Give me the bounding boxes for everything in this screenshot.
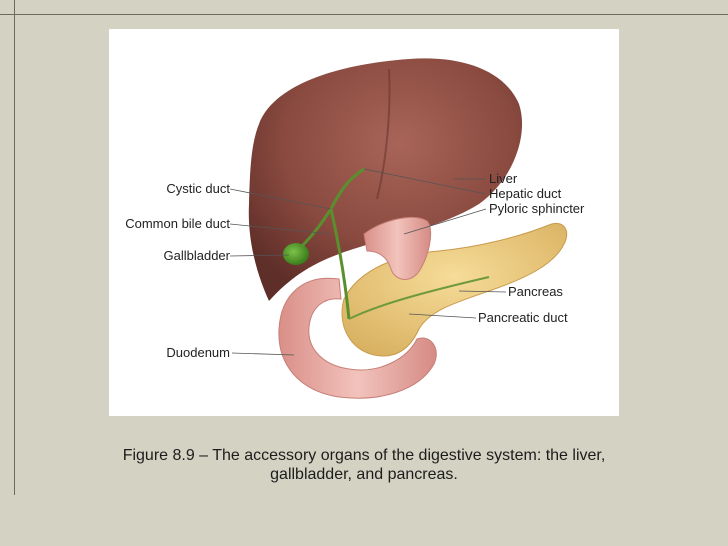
label-pyloric-sphincter: Pyloric sphincter	[489, 201, 585, 216]
label-duodenum: Duodenum	[166, 345, 230, 360]
pancreatic-duct-shape	[348, 276, 490, 320]
label-pancreas: Pancreas	[508, 284, 563, 299]
label-liver: Liver	[489, 171, 518, 186]
common-bile-duct-shape	[329, 208, 351, 320]
liver-fissure	[376, 68, 391, 200]
pancreas-shape	[341, 223, 568, 357]
anatomy-illustration: Cystic duct Common bile duct Gallbladder…	[125, 58, 585, 399]
label-cystic-duct: Cystic duct	[166, 181, 230, 196]
illustration-panel: Cystic duct Common bile duct Gallbladder…	[109, 29, 619, 416]
caption-line-1: Figure 8.9 – The accessory organs of the…	[122, 447, 606, 464]
pyloric-sphincter-shape	[363, 216, 432, 280]
label-gallbladder: Gallbladder	[164, 248, 231, 263]
label-common-bile-duct: Common bile duct	[125, 216, 230, 231]
label-pancreatic-duct: Pancreatic duct	[478, 310, 568, 325]
label-hepatic-duct: Hepatic duct	[489, 186, 562, 201]
cystic-duct-shape	[299, 208, 333, 249]
liver-shape	[248, 58, 523, 301]
gallbladder-shape	[283, 243, 309, 265]
frame-line-left	[14, 0, 15, 495]
hepatic-duct-shape	[329, 167, 365, 210]
caption-line-2: gallbladder, and pancreas.	[270, 466, 458, 483]
frame-line-top	[0, 14, 728, 15]
duodenum-shape	[278, 277, 437, 399]
leader-lines	[229, 168, 507, 356]
figure-caption: Figure 8.9 – The accessory organs of the…	[40, 446, 688, 484]
